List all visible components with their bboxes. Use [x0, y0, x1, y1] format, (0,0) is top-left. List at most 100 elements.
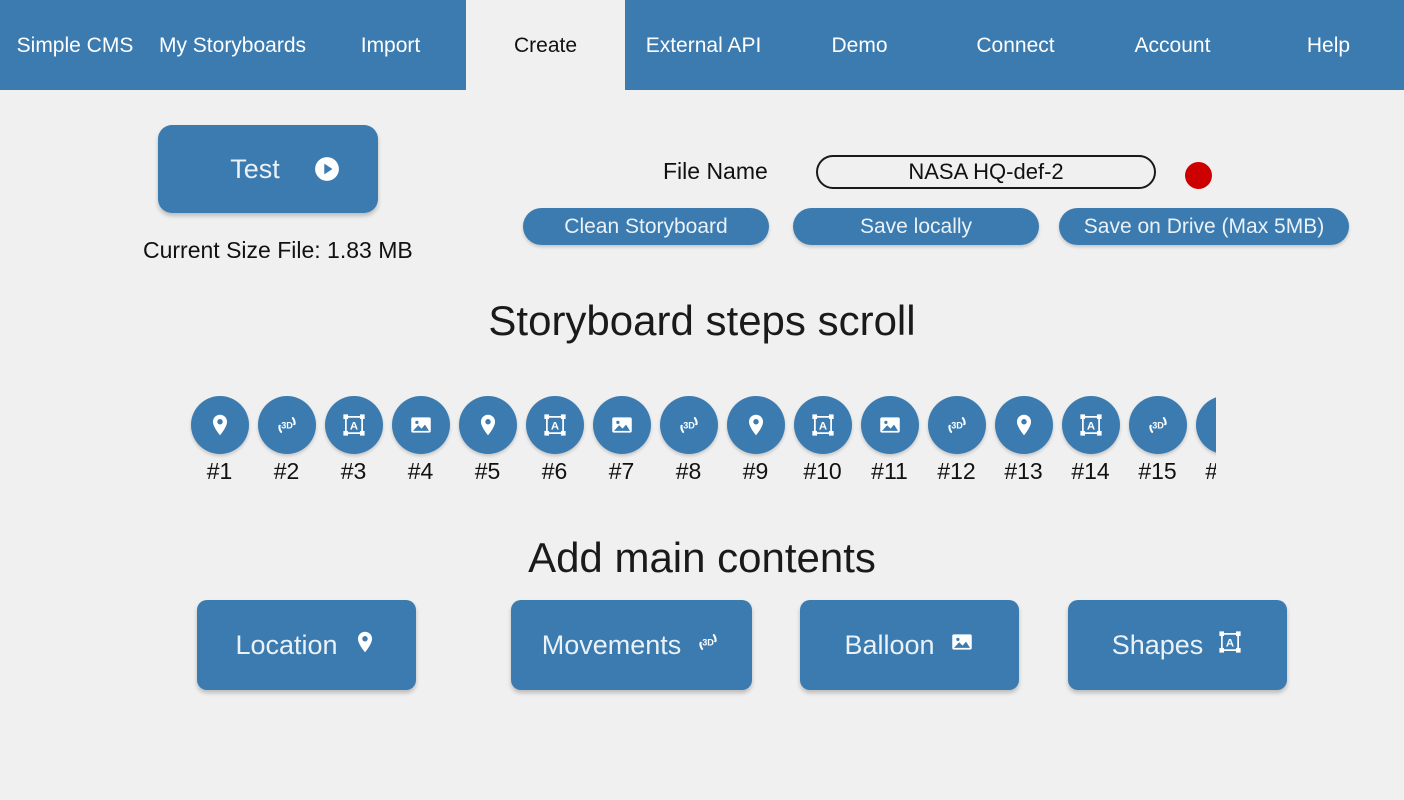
- nav-tab-label: Connect: [976, 33, 1055, 57]
- nav-tab-connect[interactable]: Connect: [937, 0, 1094, 90]
- location-pin-icon[interactable]: [994, 396, 1053, 454]
- add-shapes-button[interactable]: Shapes A: [1068, 600, 1287, 690]
- balloon-image-icon[interactable]: [592, 396, 651, 454]
- svg-text:A: A: [1226, 637, 1234, 649]
- svg-text:3D: 3D: [951, 420, 963, 430]
- storyboard-step-label: #16: [1205, 460, 1216, 483]
- storyboard-step-label: #3: [340, 458, 367, 484]
- storyboard-step-1[interactable]: #1: [186, 396, 253, 483]
- svg-text:3D: 3D: [702, 637, 714, 647]
- storyboard-step-16[interactable]: #16: [1191, 396, 1216, 483]
- svg-text:3D: 3D: [281, 420, 293, 430]
- storyboard-step-label: #5: [474, 458, 501, 484]
- file-name-input[interactable]: [816, 155, 1156, 189]
- nav-tab-label: Account: [1134, 33, 1211, 57]
- add-location-label: Location: [235, 629, 338, 660]
- nav-tab-external-api[interactable]: External API: [625, 0, 782, 90]
- storyboard-step-label: #12: [937, 458, 976, 484]
- svg-text:3D: 3D: [1152, 420, 1164, 430]
- storyboard-step-label: #11: [871, 458, 908, 484]
- nav-tab-simple-cms[interactable]: Simple CMS: [0, 0, 150, 90]
- storyboard-step-label: #7: [608, 458, 635, 484]
- nav-tab-import[interactable]: Import: [315, 0, 466, 90]
- movements-3d-icon[interactable]: 3D: [1128, 396, 1187, 454]
- save-on-drive-button[interactable]: Save on Drive (Max 5MB): [1059, 208, 1349, 245]
- balloon-image-icon[interactable]: [860, 396, 919, 454]
- movements-3d-icon[interactable]: 3D: [257, 396, 316, 454]
- nav-tab-demo[interactable]: Demo: [782, 0, 937, 90]
- nav-tab-label: Help: [1306, 33, 1351, 57]
- storyboard-step-12[interactable]: 3D #12: [923, 396, 990, 483]
- storyboard-step-3[interactable]: A #3: [320, 396, 387, 483]
- storyboard-step-13[interactable]: #13: [990, 396, 1057, 483]
- main-navbar: Simple CMS My Storyboards Import Create Exte…: [0, 0, 1404, 90]
- nav-tab-create[interactable]: Create: [468, 0, 623, 90]
- shapes-box-a-icon[interactable]: A: [525, 396, 584, 454]
- storyboard-step-5[interactable]: #5: [454, 396, 521, 483]
- storyboard-step-7[interactable]: #7: [588, 396, 655, 483]
- storyboard-step-label: #1: [206, 458, 233, 484]
- movements-3d-icon[interactable]: 3D: [659, 396, 718, 454]
- storyboard-step-8[interactable]: 3D #8: [655, 396, 722, 483]
- nav-tab-help[interactable]: Help: [1251, 0, 1404, 90]
- nav-tab-my-storyboards[interactable]: My Storyboards: [150, 0, 315, 90]
- storyboard-step-6[interactable]: A #6: [521, 396, 588, 483]
- svg-text:A: A: [1086, 421, 1094, 433]
- add-location-button[interactable]: Location: [197, 600, 416, 690]
- svg-text:A: A: [818, 421, 826, 433]
- shapes-box-a-icon[interactable]: A: [793, 396, 852, 454]
- storyboard-step-label: #6: [541, 458, 568, 484]
- file-name-label: File Name: [663, 158, 768, 184]
- add-movements-label: Movements: [541, 629, 682, 660]
- location-pin-icon[interactable]: [726, 396, 785, 454]
- add-shapes-label: Shapes: [1111, 629, 1204, 660]
- nav-tab-divider: [466, 0, 468, 90]
- location-pin-icon[interactable]: [458, 396, 517, 454]
- nav-tab-account[interactable]: Account: [1094, 0, 1251, 90]
- nav-tab-label: Simple CMS: [16, 33, 134, 57]
- nav-tab-label: Create: [513, 33, 578, 57]
- shapes-box-a-icon: A: [1217, 629, 1243, 662]
- shapes-box-a-icon[interactable]: A: [1061, 396, 1120, 454]
- add-balloon-button[interactable]: Balloon: [800, 600, 1019, 690]
- nav-tab-label: Import: [360, 33, 421, 57]
- balloon-image-icon[interactable]: [391, 396, 450, 454]
- storyboard-step-label: #14: [1071, 458, 1110, 484]
- nav-tab-label: My Storyboards: [158, 33, 307, 57]
- clean-storyboard-button[interactable]: Clean Storyboard: [523, 208, 769, 245]
- storyboard-step-10[interactable]: A #10: [789, 396, 856, 483]
- movements-3d-icon[interactable]: 3D: [927, 396, 986, 454]
- save-locally-button[interactable]: Save locally: [793, 208, 1039, 245]
- add-main-contents-heading: Add main contents: [528, 534, 876, 581]
- nav-tab-divider: [623, 0, 625, 90]
- storyboard-step-label: #8: [675, 458, 702, 484]
- nav-tab-label: External API: [645, 33, 762, 57]
- current-size-file-text: Current Size File: 1.83 MB: [143, 237, 413, 263]
- record-dot-icon[interactable]: [1185, 162, 1212, 189]
- storyboard-step-label: #13: [1004, 458, 1043, 484]
- storyboard-step-14[interactable]: A #14: [1057, 396, 1124, 483]
- location-pin-icon[interactable]: [1195, 396, 1216, 454]
- storyboard-step-label: #10: [803, 458, 842, 484]
- svg-text:A: A: [550, 421, 558, 433]
- balloon-image-icon: [949, 629, 975, 662]
- storyboard-step-4[interactable]: #4: [387, 396, 454, 483]
- location-pin-icon: [352, 629, 378, 662]
- location-pin-icon[interactable]: [190, 396, 249, 454]
- play-circle-icon: [314, 156, 340, 182]
- storyboard-step-15[interactable]: 3D #15: [1124, 396, 1191, 483]
- svg-text:3D: 3D: [683, 420, 695, 430]
- storyboard-step-9[interactable]: #9: [722, 396, 789, 483]
- storyboard-step-label: #4: [407, 458, 434, 484]
- test-button[interactable]: Test: [158, 125, 378, 213]
- storyboard-step-2[interactable]: 3D#2: [253, 396, 320, 483]
- add-movements-button[interactable]: Movements 3D: [511, 600, 752, 690]
- test-button-label: Test: [230, 153, 280, 184]
- shapes-box-a-icon[interactable]: A: [324, 396, 383, 454]
- storyboard-step-label: #15: [1138, 458, 1177, 484]
- add-balloon-label: Balloon: [844, 629, 935, 660]
- storyboard-step-11[interactable]: #11: [856, 396, 923, 483]
- storyboard-step-label: #9: [742, 458, 769, 484]
- nav-tab-label: Demo: [831, 33, 888, 57]
